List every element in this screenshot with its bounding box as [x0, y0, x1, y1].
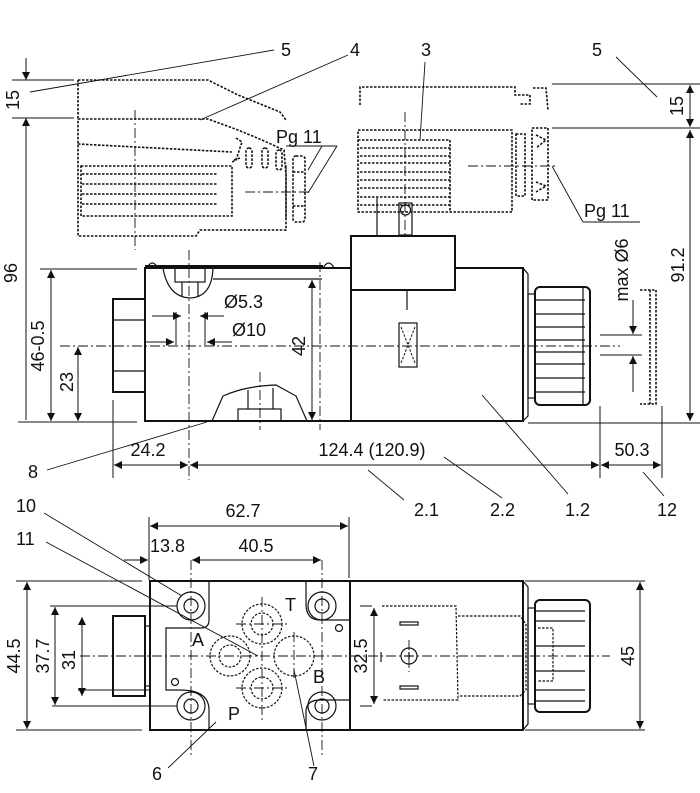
item-7: 7	[308, 764, 318, 784]
item-8: 8	[28, 462, 38, 482]
side-view-item-numbers: 5 4 3 5 8 2.1 2.2 1.2 12	[28, 40, 677, 520]
item-12: 12	[657, 500, 677, 520]
pg11-right-label: Pg 11	[584, 201, 630, 221]
item-5-left: 5	[281, 40, 291, 60]
side-view	[60, 79, 657, 480]
item-6: 6	[152, 764, 162, 784]
top-view-dimensions: 62.7 13.8 40.5 44.5 37.7 31 32.5	[4, 501, 645, 731]
solenoid-top	[349, 580, 524, 731]
dim-62-7: 62.7	[225, 501, 260, 521]
dim-37-7: 37.7	[33, 638, 53, 673]
pg11-left-label: Pg 11	[276, 127, 322, 147]
dim-31: 31	[59, 650, 79, 670]
top-view-item-numbers: 10 11 6 7	[16, 496, 318, 784]
item-10: 10	[16, 496, 36, 516]
port-label-b: B	[313, 667, 325, 687]
right-plug-connector	[357, 86, 558, 236]
dim-96: 96	[1, 263, 21, 283]
item-2-2: 2.2	[490, 500, 515, 520]
left-end-cap	[112, 298, 146, 393]
dim-42: 42	[289, 336, 309, 356]
dim-124-4: 124.4 (120.9)	[318, 440, 425, 460]
knurled-nut	[534, 286, 591, 406]
item-4: 4	[350, 40, 360, 60]
item-1-2: 1.2	[565, 500, 590, 520]
side-view-dimensions: 15 96 46-0.5 23 42 Ø5.3 Ø10 15	[1, 58, 700, 478]
dim-15-left: 15	[3, 90, 23, 110]
top-view: A B P T	[80, 560, 610, 755]
solenoid-coil	[350, 267, 524, 422]
dim-dia-5-3: Ø5.3	[224, 292, 263, 312]
port-label-a: A	[192, 630, 204, 650]
dim-91-2: 91.2	[668, 247, 688, 282]
dim-13-8: 13.8	[150, 536, 185, 556]
dim-32-5: 32.5	[351, 638, 371, 673]
item-2-1: 2.1	[414, 500, 439, 520]
port-label-p: P	[228, 704, 240, 724]
item-5-right: 5	[592, 40, 602, 60]
dim-dia-10: Ø10	[232, 320, 266, 340]
dim-45: 45	[618, 646, 638, 666]
dim-46: 46-0.5	[28, 320, 48, 371]
left-plug-connector	[77, 79, 312, 250]
dim-24-2: 24.2	[130, 440, 165, 460]
item-11: 11	[16, 529, 35, 549]
dim-44-5: 44.5	[4, 638, 24, 673]
dim-23: 23	[57, 372, 77, 392]
dim-40-5: 40.5	[238, 536, 273, 556]
item-3: 3	[421, 40, 431, 60]
dim-max-dia-6: max Ø6	[612, 238, 632, 301]
dim-15-right: 15	[667, 96, 687, 116]
dim-50-3: 50.3	[614, 440, 649, 460]
port-label-t: T	[285, 595, 296, 615]
